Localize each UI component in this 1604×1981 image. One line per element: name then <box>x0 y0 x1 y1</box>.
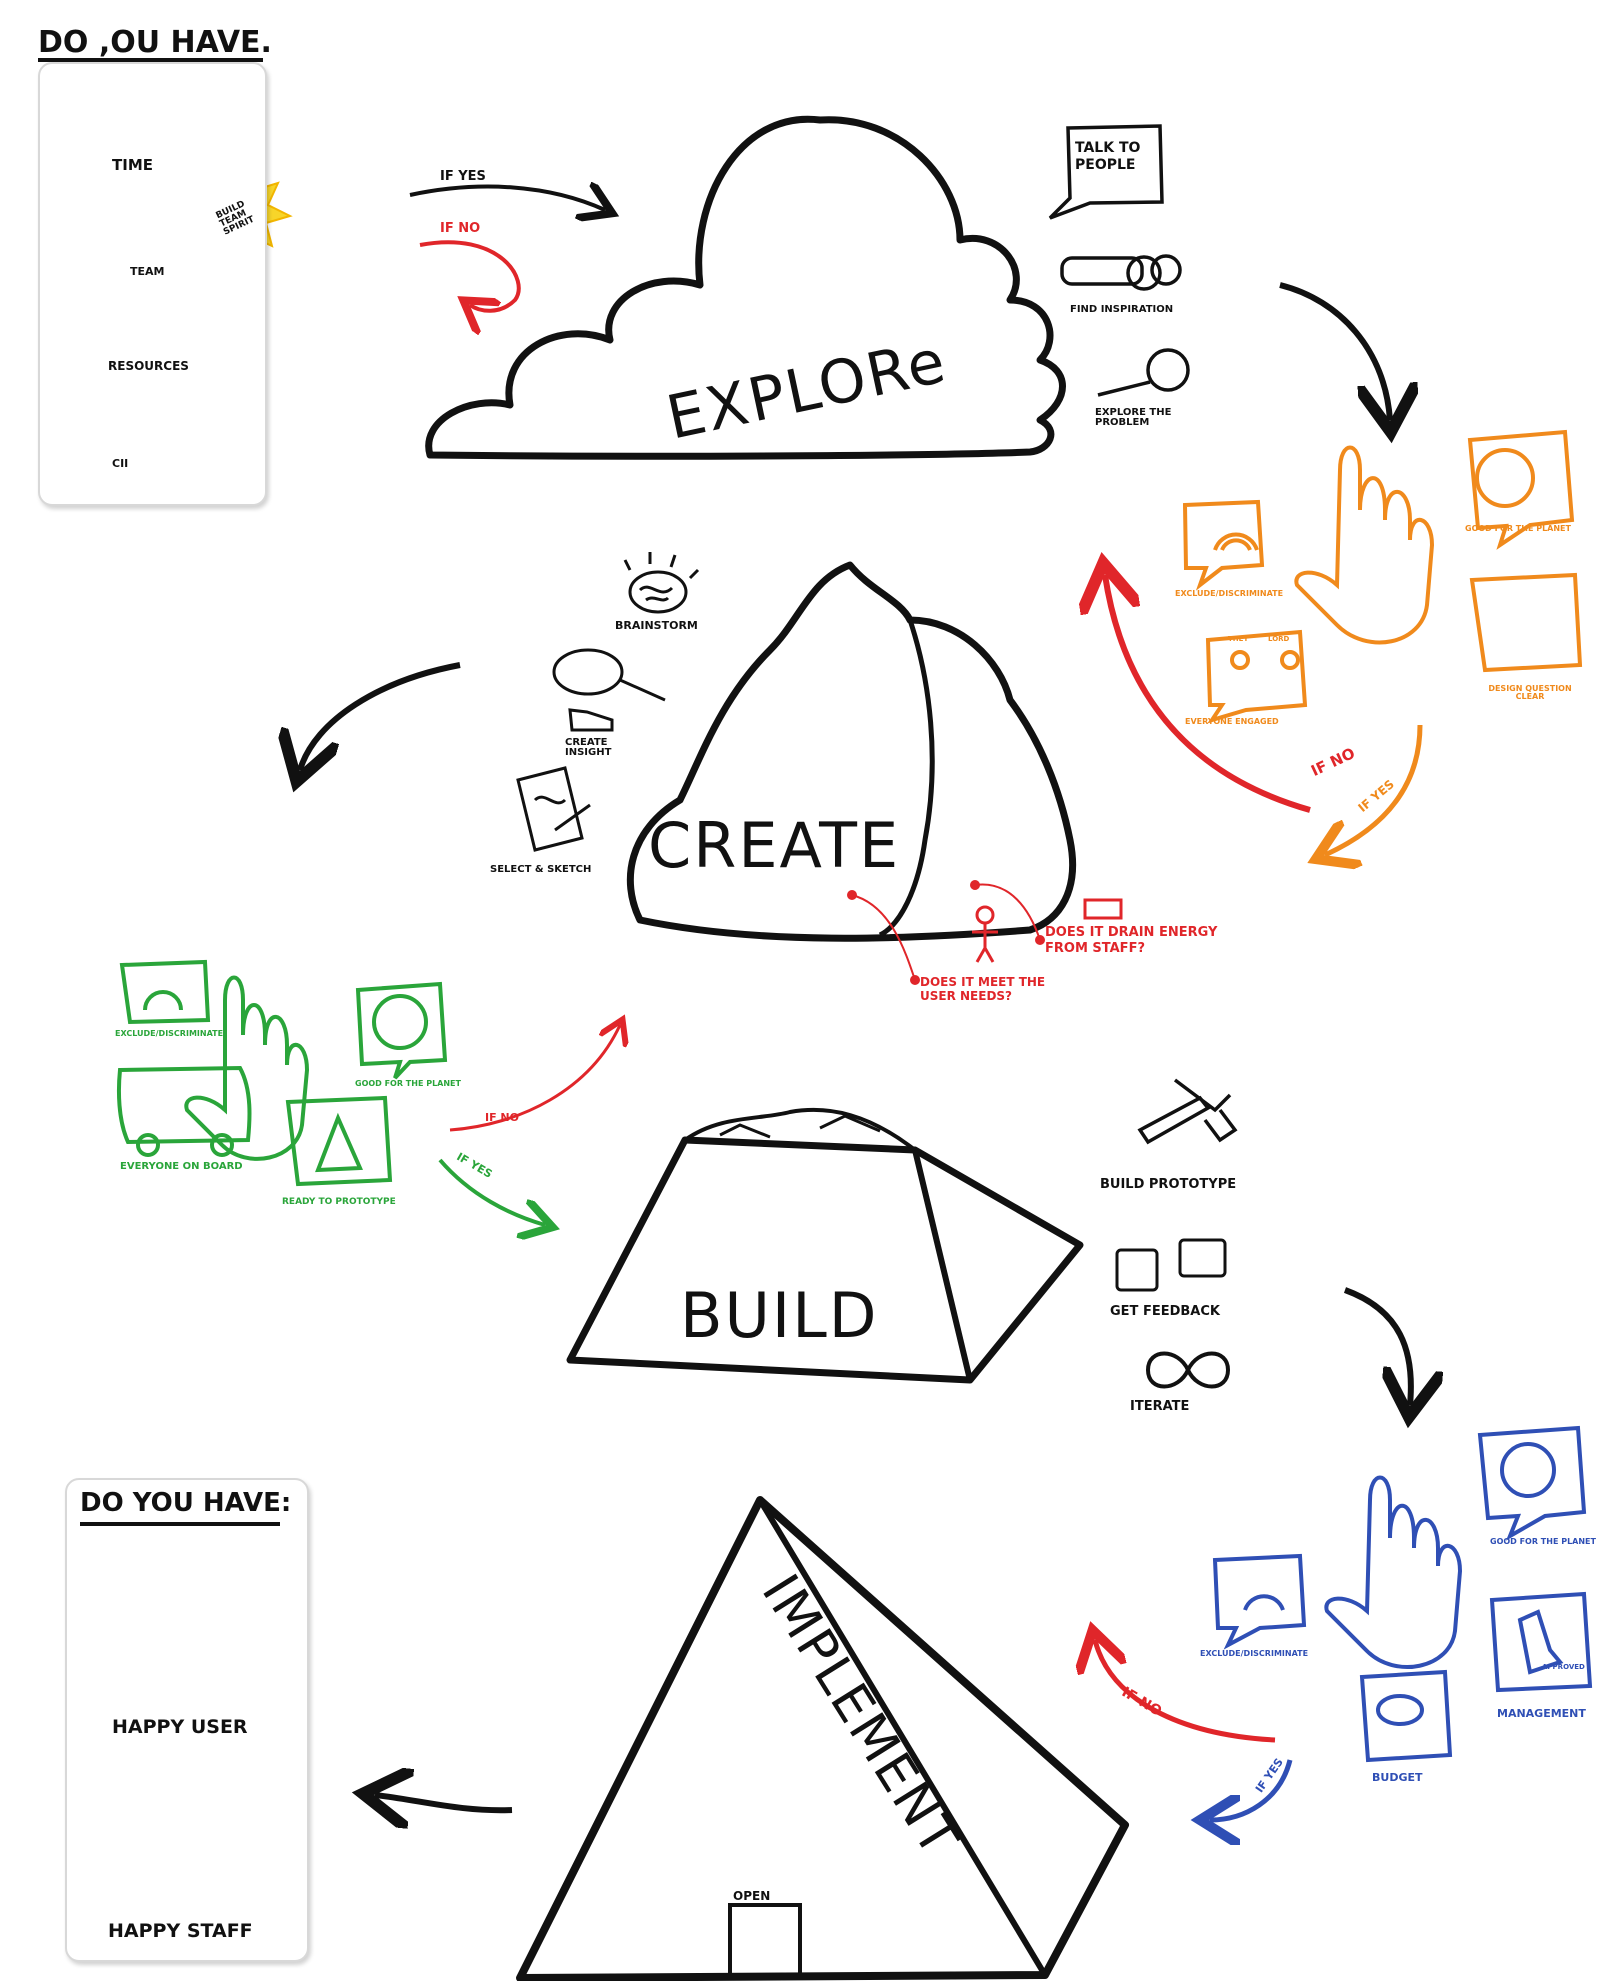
sketch-paper-icon <box>516 766 591 852</box>
arrow-if-no-top <box>419 240 521 311</box>
arrow-if-yes-top <box>409 187 605 210</box>
activity-iterate: ITERATE <box>1130 1399 1190 1414</box>
item-team: TEAM <box>130 265 165 278</box>
arrow-if-yes-create-check <box>438 1158 545 1225</box>
create-mountain <box>626 561 1077 942</box>
item-time: TIME <box>112 156 153 174</box>
activity-problem: EXPLORE THE PROBLEM <box>1095 407 1172 428</box>
build-check-icons <box>1212 1425 1593 1763</box>
ec-planet: GOOD FOR THE PLANET <box>1465 524 1571 533</box>
ec-exclude: EXCLUDE/DISCRIMINATE <box>1175 589 1284 598</box>
item-cii: CII <box>112 457 129 470</box>
brain-icon <box>623 552 700 614</box>
bc-management: MANAGEMENT <box>1497 1707 1586 1720</box>
if-yes-top: IF YES <box>440 169 486 184</box>
item-resources: RESOURCES <box>108 359 189 373</box>
implement-pyramid <box>516 1496 1129 1981</box>
magnifier-icon <box>1097 348 1190 397</box>
ec-lord: LORD <box>1268 635 1290 643</box>
arrow-if-no-build-check <box>1095 1640 1276 1743</box>
explore-check-icons <box>1182 429 1583 724</box>
activity-feedback: GET FEEDBACK <box>1110 1304 1220 1319</box>
door-label: OPEN <box>733 1889 771 1903</box>
build-trapezoid <box>566 1136 1084 1384</box>
build-label: BUILD <box>680 1279 879 1352</box>
explore-cloud <box>425 115 1066 460</box>
thumb-box-icon <box>1178 1238 1227 1278</box>
hammer-icon <box>1137 1078 1238 1145</box>
item-happy-user: HAPPY USER <box>112 1716 248 1738</box>
arrow-if-no-explore-check <box>1105 575 1311 813</box>
activity-sketch: SELECT & SKETCH <box>490 864 592 875</box>
arrow-build-to-check <box>1343 1287 1411 1405</box>
top-panel-title: DO ,OU HAVE. <box>38 25 272 60</box>
top-panel <box>38 62 267 506</box>
activity-talk: TALK TO PEOPLE <box>1075 140 1141 173</box>
bc-budget: BUDGET <box>1372 1771 1423 1784</box>
battery-icon <box>1083 898 1123 920</box>
arrow-if-yes-build-check <box>1210 1759 1293 1820</box>
cc-prototype: READY TO PROTOTYPE <box>282 1197 396 1207</box>
bottom-panel-title: DO YOU HAVE: <box>80 1488 292 1518</box>
ec-design: DESIGN QUESTION CLEAR <box>1488 684 1572 701</box>
bc-planet: GOOD FOR THE PLANET <box>1490 1537 1596 1546</box>
title-underline <box>38 58 263 62</box>
activity-inspiration: FIND INSPIRATION <box>1070 304 1174 315</box>
cc-if-no: IF NO <box>485 1111 519 1124</box>
activity-build-prototype: BUILD PROTOTYPE <box>1100 1177 1237 1192</box>
magnifier-insight-icon <box>552 648 666 732</box>
bc-exclude: EXCLUDE/DISCRIMINATE <box>1200 1649 1309 1658</box>
infinity-icon <box>1145 1351 1231 1389</box>
speech-bubble-icon <box>1048 124 1164 220</box>
activity-brainstorm: BRAINSTORM <box>615 619 698 632</box>
cc-exclude: EXCLUDE/DISCRIMINATE <box>115 1029 224 1038</box>
question-box-icon <box>1115 1248 1159 1292</box>
arrow-explore-to-check <box>1279 282 1390 420</box>
binoculars-icon <box>1060 254 1182 291</box>
item-happy-staff: HAPPY STAFF <box>108 1920 253 1942</box>
bc-approved: APPROVED <box>1542 1663 1585 1671</box>
cc-board: EVERYONE ON BOARD <box>120 1161 243 1172</box>
bottom-panel <box>65 1478 309 1962</box>
if-no-top: IF NO <box>440 221 481 236</box>
create-check-icons <box>116 959 448 1187</box>
arrow-implement-to-end <box>375 1795 513 1810</box>
q-user-needs: DOES IT MEET THE USER NEEDS? <box>920 975 1046 1004</box>
cc-planet: GOOD FOR THE PLANET <box>355 1079 461 1088</box>
ec-engaged: EVERYONE ENGAGED <box>1185 717 1279 726</box>
door <box>728 1903 802 1979</box>
arrow-if-no-create-check <box>449 1025 620 1132</box>
create-label: CREATE <box>648 809 901 882</box>
arrow-create-to-check <box>300 662 461 770</box>
arrow-if-yes-explore-check <box>1325 724 1423 855</box>
ec-they: THEY <box>1228 635 1249 643</box>
bottom-title-underline <box>80 1522 280 1526</box>
activity-insight: CREATE INSIGHT <box>565 737 612 758</box>
q-energy: DOES IT DRAIN ENERGY FROM STAFF? <box>1045 925 1218 956</box>
person-icon <box>972 905 998 963</box>
